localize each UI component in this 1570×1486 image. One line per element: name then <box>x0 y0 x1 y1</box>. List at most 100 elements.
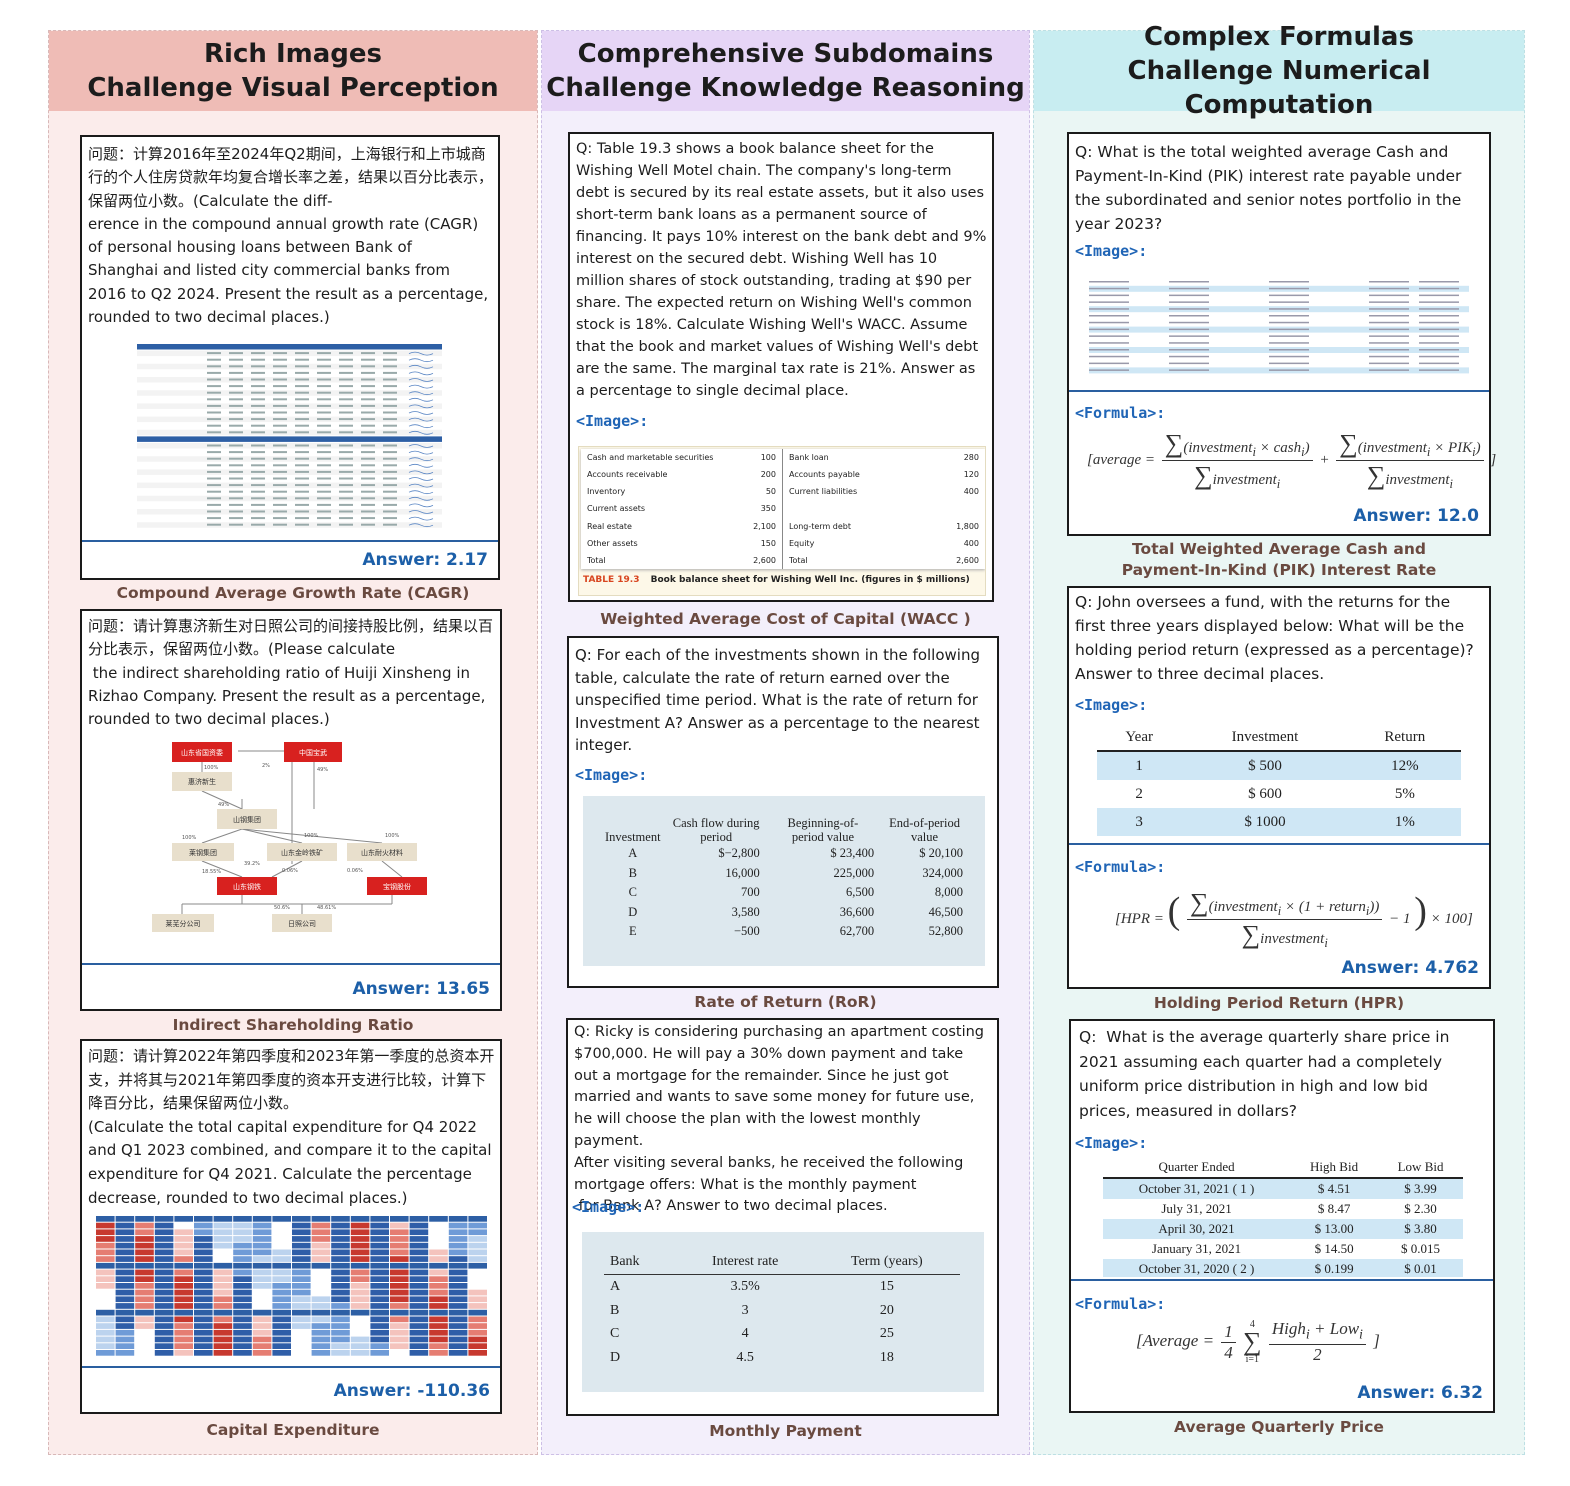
heat-cell <box>350 1262 370 1269</box>
ownership-diagram-svg: 山东省国资委 中国宝武 惠济新生 山钢集团 莱钢集团 山东金岭铁矿 山东耐火材料… <box>152 742 427 932</box>
heat-cell <box>468 1236 487 1242</box>
table-cell: $ 20,100 <box>919 846 963 860</box>
heat-cell <box>448 1329 468 1336</box>
thumb-cell <box>229 484 243 487</box>
thumb-cell <box>273 523 287 526</box>
subscript: i <box>1359 1326 1363 1343</box>
heat-cell <box>292 1242 311 1249</box>
heat-cell <box>194 1283 213 1289</box>
heat-cell <box>429 1236 448 1242</box>
heat-cell <box>370 1269 389 1276</box>
thumb-cell <box>251 490 265 493</box>
thumb-cell <box>1089 294 1129 297</box>
thumb-cell <box>1419 369 1459 371</box>
thumb-cell <box>251 385 265 388</box>
thumb-cell <box>273 352 287 355</box>
thumb-sparkline <box>408 483 434 488</box>
thumb-cell <box>207 365 221 368</box>
thumb-cell <box>273 385 287 388</box>
heat-cell <box>429 1262 448 1269</box>
thumb-cell <box>207 385 221 388</box>
thumb-cell <box>251 477 265 480</box>
heat-cell <box>292 1283 311 1289</box>
line-item-value: 2,600 <box>956 555 979 565</box>
thumb-cell <box>295 411 309 414</box>
heat-cell <box>468 1343 487 1349</box>
heat-cell <box>292 1236 311 1242</box>
thumb-row <box>137 350 442 357</box>
thumb-cell <box>1369 287 1409 290</box>
heat-cell <box>194 1249 213 1256</box>
heat-cell <box>96 1323 115 1329</box>
heat-cell <box>233 1336 252 1343</box>
heat-cell <box>350 1236 370 1242</box>
thumb-cell <box>317 358 331 361</box>
thumb-sparkline <box>408 463 434 468</box>
pct-label: 50.6% <box>274 905 290 911</box>
heat-cell <box>311 1256 331 1262</box>
heat-cell <box>409 1242 429 1249</box>
heat-cell <box>272 1350 291 1356</box>
thumb-cell <box>273 431 287 434</box>
thumb-cell <box>229 424 243 427</box>
heat-cell <box>468 1242 487 1249</box>
thumb-cell <box>383 470 397 473</box>
thumb-row <box>137 456 442 462</box>
formula-term: (investment <box>1208 899 1278 915</box>
thumb-cell <box>383 477 397 480</box>
thumb-cell <box>295 484 309 487</box>
heat-cell <box>468 1262 487 1269</box>
table-cell: 3 <box>1135 814 1143 830</box>
thumb-cell <box>317 484 331 487</box>
thumb-cell <box>1169 369 1209 371</box>
answer-divider <box>82 540 498 542</box>
thumb-row <box>137 509 442 515</box>
heat-cell <box>468 1249 487 1256</box>
heat-cell <box>174 1256 193 1262</box>
column-title-line2: Challenge Numerical Computation <box>1127 56 1431 120</box>
heat-cell <box>194 1242 213 1249</box>
table-cell: B <box>628 865 637 880</box>
table-cell: 12% <box>1391 758 1419 774</box>
thumb-cell <box>1369 355 1409 358</box>
node-shangang-group <box>217 809 277 829</box>
thumb-cell <box>251 378 265 381</box>
heat-cell <box>252 1329 272 1336</box>
pct-label: 0.06% <box>282 868 298 874</box>
heat-cell <box>468 1269 487 1276</box>
heat-cell <box>409 1283 429 1289</box>
heat-cell <box>272 1329 291 1336</box>
heat-cell <box>154 1222 174 1229</box>
question-text: Q: Table 19.3 shows a book balance sheet… <box>576 141 987 399</box>
heat-cell <box>448 1242 468 1249</box>
thumb-cell <box>1419 355 1459 358</box>
node-label: 惠济新生 <box>188 777 216 786</box>
heat-cell <box>194 1216 213 1222</box>
heat-cell <box>252 1350 272 1356</box>
thumb-cell <box>295 517 309 520</box>
heat-cell <box>292 1336 311 1343</box>
question-card-capex: 问题：请计算2022年第四季度和2023年第一季度的总资本开支，并将其与2021… <box>80 1039 502 1414</box>
heat-cell <box>272 1222 291 1229</box>
heat-cell <box>409 1249 429 1256</box>
heat-cell <box>252 1242 272 1249</box>
thumb-cell <box>229 431 243 434</box>
thumb-cell <box>361 352 375 355</box>
table-cell: 3,580 <box>731 904 760 919</box>
heat-cell <box>331 1283 350 1289</box>
answer-value: Answer: 12.0 <box>1353 506 1479 526</box>
heat-cell <box>350 1323 370 1329</box>
thumb-row <box>137 396 442 403</box>
line-item-label <box>783 500 925 517</box>
heat-cell <box>154 1242 174 1249</box>
heat-cell <box>390 1336 409 1343</box>
formula-term: (investment <box>1183 440 1253 456</box>
thumb-cell <box>1419 321 1459 324</box>
heat-cell <box>174 1350 193 1356</box>
heat-cell <box>350 1216 370 1222</box>
heat-cell <box>370 1303 389 1309</box>
thumb-row <box>137 344 442 350</box>
